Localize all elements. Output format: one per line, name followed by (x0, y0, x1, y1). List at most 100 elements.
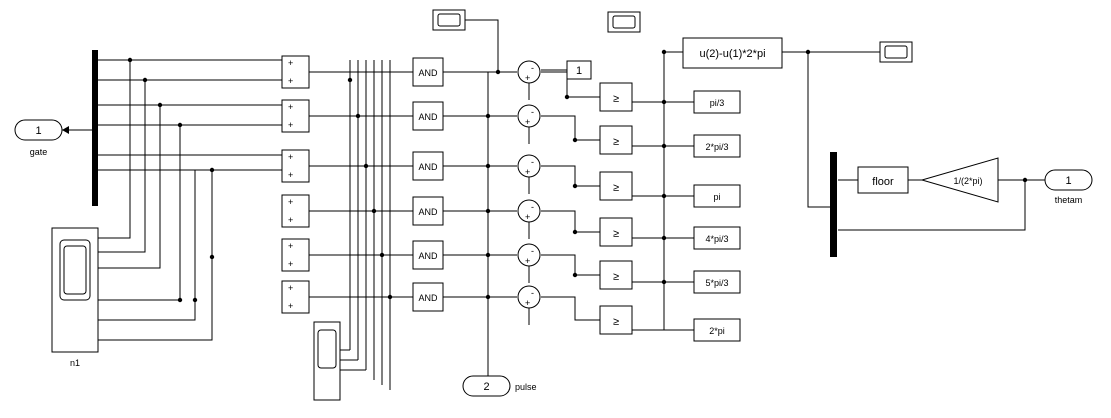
signal-wires (62, 19, 1045, 390)
add-blocks: ++++++++++++ (281, 55, 310, 314)
sub-sign: + (525, 256, 530, 266)
sub-sign: + (525, 117, 530, 127)
sub-sign: - (531, 157, 534, 167)
ge-block-5[interactable]: ≥ (599, 260, 633, 290)
threshold-constant-2[interactable]: 2*pi/3 (693, 134, 741, 158)
add-block-4[interactable]: ++ (281, 194, 310, 228)
thetam-port-number: 1 (1065, 175, 1071, 187)
threshold-constant-3[interactable]: pi (693, 184, 741, 208)
and-label: AND (418, 207, 438, 217)
gain-value: 1/(2*pi) (953, 176, 982, 186)
and-label: AND (418, 293, 438, 303)
and-block-3[interactable]: AND (412, 151, 444, 181)
add-sign: + (288, 197, 293, 207)
scope-n1[interactable]: n1 (51, 227, 99, 368)
gate-port-label: gate (30, 147, 48, 157)
junction-dots (127, 49, 1028, 303)
thetam-inport[interactable]: 1 thetam (1044, 169, 1093, 205)
sub-sign: - (531, 63, 534, 73)
add-sign: + (288, 76, 293, 86)
ge-blocks: ≥ ≥ ≥ ≥ ≥ ≥ (599, 82, 633, 335)
sub-sign: + (525, 167, 530, 177)
and-label: AND (418, 162, 438, 172)
gate-port-number: 1 (35, 125, 41, 137)
threshold-constant-5[interactable]: 5*pi/3 (693, 270, 741, 294)
add-sign: + (288, 152, 293, 162)
sub-block-4[interactable]: -+ (517, 199, 541, 239)
fcn-expression: u(2)-u(1)*2*pi (699, 48, 765, 60)
add-block-3[interactable]: ++ (281, 149, 310, 183)
threshold-value: pi (713, 192, 720, 202)
ge-block-3[interactable]: ≥ (599, 171, 633, 201)
ge-scope[interactable] (607, 11, 641, 33)
pulse-port-label: pulse (515, 382, 537, 392)
add-sign: + (288, 170, 293, 180)
ge-label: ≥ (613, 93, 619, 105)
lower-scope[interactable] (313, 321, 341, 401)
threshold-value: 2*pi/3 (705, 142, 728, 152)
add-block-6[interactable]: ++ (281, 280, 310, 314)
add-sign: + (288, 102, 293, 112)
threshold-value: 4*pi/3 (705, 234, 728, 244)
and-label: AND (418, 68, 438, 78)
ge-label: ≥ (613, 271, 619, 283)
threshold-value: 2*pi (709, 326, 725, 336)
threshold-value: pi/3 (710, 98, 725, 108)
ge-label: ≥ (613, 228, 619, 240)
sub-block-2[interactable]: -+ (517, 104, 541, 144)
sub-block-6[interactable]: -+ (517, 285, 541, 325)
sub-sign: - (531, 107, 534, 117)
add-sign: + (288, 215, 293, 225)
sub-sign: - (531, 288, 534, 298)
ge-label: ≥ (613, 182, 619, 194)
gain-block[interactable]: 1/(2*pi) (920, 157, 999, 203)
add-sign: + (288, 241, 293, 251)
add-block-1[interactable]: ++ (281, 55, 310, 89)
ge-block-6[interactable]: ≥ (599, 305, 633, 335)
sub-sign: - (531, 246, 534, 256)
floor-label: floor (872, 176, 894, 188)
and-block-5[interactable]: AND (412, 240, 444, 270)
add-sign: + (288, 283, 293, 293)
left-mux[interactable] (92, 50, 98, 206)
threshold-constant-1[interactable]: pi/3 (693, 90, 741, 114)
ge-label: ≥ (613, 316, 619, 328)
and-block-2[interactable]: AND (412, 101, 444, 131)
ge-block-4[interactable]: ≥ (599, 217, 633, 247)
constant-one-value: 1 (576, 65, 582, 77)
floor-block[interactable]: floor (857, 166, 909, 194)
threshold-constant-6[interactable]: 2*pi (693, 318, 741, 342)
and-block-1[interactable]: AND (412, 57, 444, 87)
sub-block-5[interactable]: -+ (517, 243, 541, 283)
add-block-2[interactable]: ++ (281, 99, 310, 133)
threshold-constant-4[interactable]: 4*pi/3 (693, 226, 741, 250)
and-label: AND (418, 112, 438, 122)
and-blocks: AND AND AND AND AND AND (412, 57, 444, 312)
right-scope[interactable] (879, 41, 913, 63)
right-mux[interactable] (830, 152, 837, 257)
ge-block-2[interactable]: ≥ (599, 125, 633, 155)
sub-block-1[interactable]: -+ (517, 60, 541, 100)
sub-sign: - (531, 202, 534, 212)
and-block-6[interactable]: AND (412, 282, 444, 312)
top-scope[interactable] (432, 9, 466, 31)
and-label: AND (418, 251, 438, 261)
fcn-block[interactable]: u(2)-u(1)*2*pi (682, 37, 783, 69)
add-block-5[interactable]: ++ (281, 238, 310, 272)
sub-sign: + (525, 212, 530, 222)
add-sign: + (288, 259, 293, 269)
sub-sign: + (525, 298, 530, 308)
and-block-4[interactable]: AND (412, 196, 444, 226)
ge-block-1[interactable]: ≥ (599, 82, 633, 112)
constant-one[interactable]: 1 (566, 60, 592, 80)
pulse-outport[interactable]: 2 pulse (462, 375, 537, 397)
sub-blocks: -+-+-+-+-+-+ (517, 60, 541, 325)
gate-outport[interactable]: 1 gate (14, 119, 63, 157)
sub-sign: + (525, 73, 530, 83)
pulse-port-number: 2 (483, 381, 489, 393)
ge-label: ≥ (613, 136, 619, 148)
sub-block-3[interactable]: -+ (517, 154, 541, 194)
threshold-blocks: pi/3 2*pi/3 pi 4*pi/3 5*pi/3 2*pi (693, 90, 741, 342)
add-sign: + (288, 58, 293, 68)
